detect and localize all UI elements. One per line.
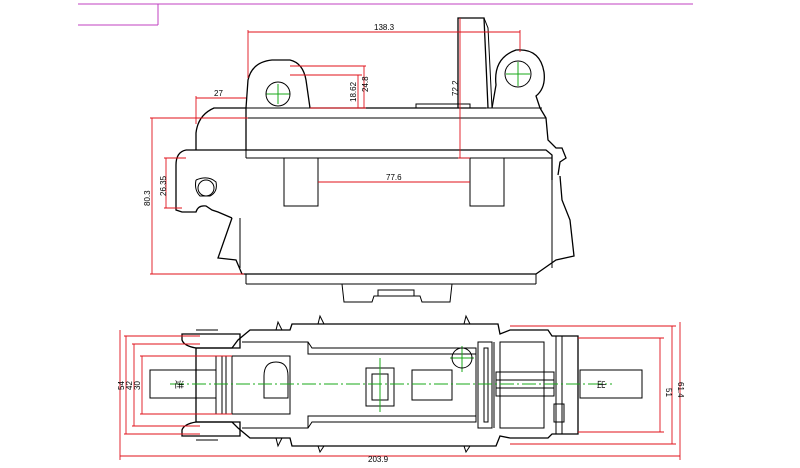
dim-overall-height: 80.3 bbox=[143, 190, 152, 206]
bottom-view-dimensions: 203.9 54 42 30 51 61.4 bbox=[117, 322, 685, 464]
dim-hole-height-2: 24.8 bbox=[361, 76, 370, 92]
dim-overall-length: 138.3 bbox=[374, 23, 395, 32]
top-view-outline bbox=[175, 17, 575, 303]
bottom-view-centerlines bbox=[170, 346, 612, 412]
dim-bottom-overall-length: 203.9 bbox=[368, 455, 389, 464]
notch-hole bbox=[197, 179, 215, 197]
right-mount-hole bbox=[504, 60, 532, 88]
dim-pin-spacing: 77.6 bbox=[386, 173, 402, 182]
dim-hole-center-height: 26.35 bbox=[159, 175, 168, 196]
dim-tab-offset: 27 bbox=[214, 89, 223, 98]
dim-right-width-1: 51 bbox=[664, 388, 673, 397]
frame-border bbox=[78, 3, 693, 26]
dim-right-width-2: 61.4 bbox=[676, 382, 685, 398]
left-mount-hole bbox=[265, 81, 291, 107]
dim-width-outer: 54 bbox=[117, 381, 126, 390]
top-view-centerlines bbox=[197, 60, 532, 197]
dim-width-mid: 42 bbox=[125, 381, 134, 390]
dim-lever-height: 72.2 bbox=[451, 80, 460, 96]
dim-hole-height-1: 18.62 bbox=[349, 81, 358, 102]
bottom-mount-hole bbox=[451, 347, 473, 369]
bottom-view-outline bbox=[149, 314, 643, 454]
direction-marks: 进 出 bbox=[173, 380, 607, 389]
dim-width-inner: 30 bbox=[133, 381, 142, 390]
top-view-dimensions: 138.3 27 18.62 24.8 72.2 80.3 26.35 77.6 bbox=[143, 18, 521, 275]
inlet-label: 进 bbox=[173, 380, 184, 389]
outlet-label: 出 bbox=[595, 380, 607, 389]
